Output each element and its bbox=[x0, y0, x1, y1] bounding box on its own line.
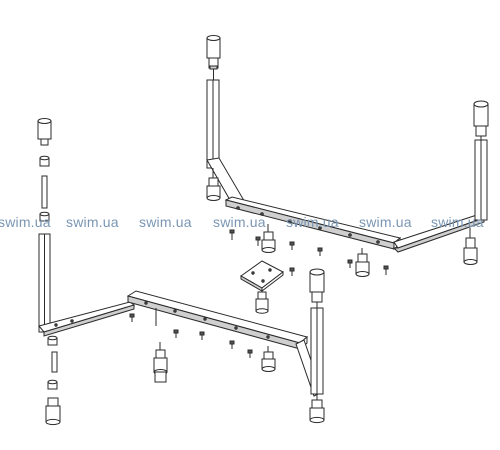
adjustable-foot-top-right bbox=[473, 100, 489, 140]
adjustable-foot-rail-1 bbox=[261, 224, 276, 253]
watermark-text: swim.ua bbox=[213, 214, 266, 230]
screws-left-frame bbox=[129, 313, 253, 358]
right-frame-left-leg bbox=[206, 79, 220, 169]
left-bottom-rod bbox=[51, 351, 58, 373]
screw-icon bbox=[173, 329, 179, 338]
screw-icon bbox=[229, 229, 235, 240]
adjustable-foot-rail-2 bbox=[355, 248, 370, 277]
screw-icon bbox=[247, 349, 253, 358]
screw-icon bbox=[317, 247, 323, 256]
watermark-text: swim.ua bbox=[139, 214, 192, 230]
screw-icon bbox=[255, 236, 261, 246]
screw-icon bbox=[289, 267, 295, 276]
right-frame-right-leg bbox=[474, 139, 488, 221]
mounting-plate bbox=[240, 260, 284, 314]
left-top-foot bbox=[37, 118, 52, 146]
left-top-nut-2 bbox=[39, 211, 50, 222]
screw-icon bbox=[129, 313, 135, 322]
screw-icon bbox=[383, 265, 389, 275]
adjustable-foot-left-bottom bbox=[206, 168, 221, 201]
left-bottom-nut bbox=[47, 335, 58, 346]
screw-icon bbox=[347, 259, 353, 268]
watermark-text: swim.ua bbox=[66, 214, 119, 230]
adjustable-foot-center bbox=[261, 346, 276, 372]
adjustable-foot-mid bbox=[309, 268, 325, 308]
left-top-nut bbox=[39, 155, 50, 167]
watermark-text: swim.ua bbox=[0, 214, 51, 230]
screw-icon bbox=[199, 331, 205, 340]
left-frame bbox=[38, 233, 324, 397]
adjustable-foot-lower-left bbox=[153, 342, 168, 383]
left-top-rod bbox=[41, 175, 48, 209]
watermark-text: swim.ua bbox=[286, 214, 339, 230]
adjustable-foot-rail-3 bbox=[463, 228, 478, 265]
screw-icon bbox=[229, 340, 235, 349]
adjustable-foot-top-left bbox=[206, 35, 221, 80]
right-frame bbox=[206, 79, 488, 253]
adjustable-foot-bottom-right bbox=[309, 394, 325, 424]
left-bottom-foot bbox=[45, 397, 61, 426]
screw-icon bbox=[289, 241, 295, 250]
watermark-text: swim.ua bbox=[431, 214, 484, 230]
screws-right-frame bbox=[229, 229, 389, 276]
watermark-text: swim.ua bbox=[359, 214, 412, 230]
rail-holes bbox=[236, 206, 380, 244]
left-bottom-nut-2 bbox=[47, 379, 58, 390]
